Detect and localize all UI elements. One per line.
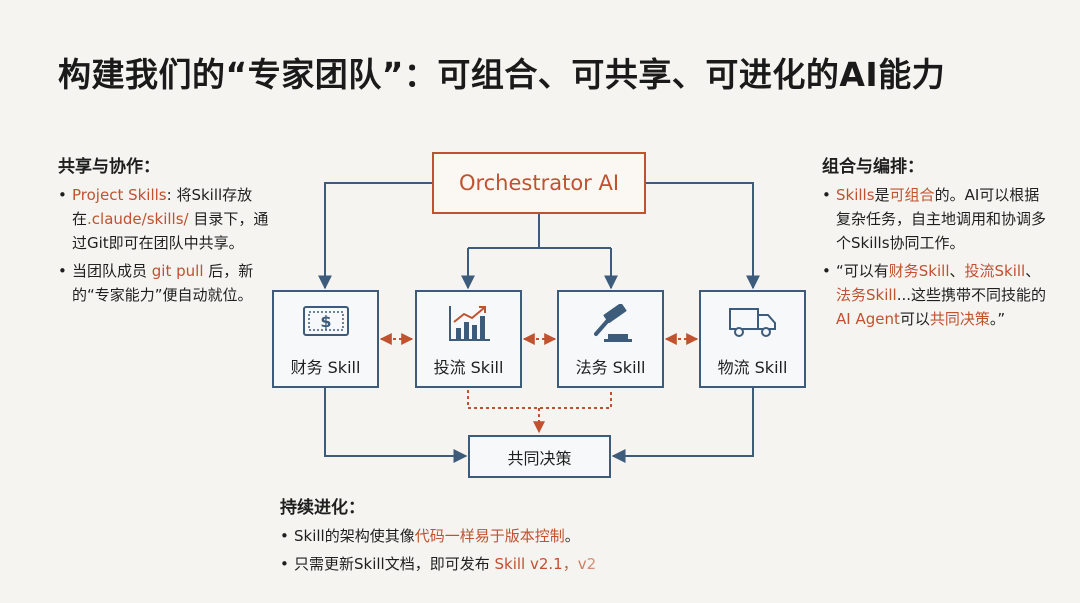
skill-finance: $ 财务 Skill bbox=[272, 290, 379, 388]
skills-term: Skills bbox=[836, 186, 875, 204]
svg-text:$: $ bbox=[320, 312, 331, 331]
ai-agent-term: AI Agent bbox=[836, 310, 900, 328]
sharing-text: 当团队成员 bbox=[72, 262, 152, 280]
skill-label: 物流 Skill bbox=[717, 358, 788, 377]
sharing-heading: 共享与协作： bbox=[58, 157, 160, 177]
joint-decision-box: 共同决策 bbox=[468, 435, 611, 478]
money-icon: $ bbox=[274, 304, 377, 344]
bottom-fade-overlay bbox=[560, 520, 760, 603]
sharing-text: 后，新的“专家能力”便自动就位。 bbox=[72, 262, 254, 304]
sharing-text: 目录下，通过Git即可在团队中共享。 bbox=[72, 210, 269, 252]
sharing-item-git-pull: 当团队成员 git pull 后，新的“专家能力”便自动就位。 bbox=[58, 259, 278, 307]
skill-legal: 法务 Skill bbox=[557, 290, 664, 388]
joint-decision-term: 共同决策 bbox=[929, 310, 990, 328]
project-skills-term: Project Skills bbox=[72, 186, 167, 204]
evolution-panel: 持续进化： Skill的架构使其像代码一样易于版本控制。 只需更新Skill文档… bbox=[280, 496, 700, 580]
sharing-text: : 将Skill存放在 bbox=[72, 186, 253, 228]
composition-text: 是 bbox=[874, 186, 890, 204]
skills-path: .claude/skills/ bbox=[87, 210, 189, 228]
composable-term: 可组合 bbox=[889, 186, 935, 204]
orchestrator-label: Orchestrator AI bbox=[458, 171, 620, 195]
composition-text: ...这些携带不同技能的 bbox=[896, 286, 1047, 304]
composition-heading: 组合与编排： bbox=[822, 157, 924, 177]
connector-orch-logistics bbox=[646, 182, 760, 290]
composition-list: Skills是可组合的。AI可以根据复杂任务，自主地调用和协调多个Skills协… bbox=[822, 183, 1052, 331]
skill-logistics: 物流 Skill bbox=[699, 290, 806, 388]
evolution-list: Skill的架构使其像代码一样易于版本控制。 只需更新Skill文档，即可发布 … bbox=[280, 524, 700, 576]
sharing-list: Project Skills: 将Skill存放在.claude/skills/… bbox=[58, 183, 278, 307]
evolution-text: Skill的架构使其像 bbox=[294, 527, 415, 545]
truck-icon bbox=[701, 304, 804, 344]
composition-item-quote: “可以有财务Skill、投流Skill、法务Skill...这些携带不同技能的A… bbox=[822, 259, 1052, 331]
composition-panel: 组合与编排： Skills是可组合的。AI可以根据复杂任务，自主地调用和协调多个… bbox=[822, 155, 1052, 335]
composition-text: 。” bbox=[989, 310, 1006, 328]
finance-skill-term: 财务Skill bbox=[888, 262, 950, 280]
gavel-icon bbox=[559, 302, 662, 344]
composition-item-composable: Skills是可组合的。AI可以根据复杂任务，自主地调用和协调多个Skills协… bbox=[822, 183, 1052, 255]
ads-skill-term: 投流Skill bbox=[964, 262, 1026, 280]
decision-label: 共同决策 bbox=[507, 448, 572, 468]
evolution-heading: 持续进化： bbox=[280, 498, 365, 518]
separator: 、 bbox=[949, 262, 965, 280]
skill-label: 投流 Skill bbox=[433, 358, 504, 377]
sharing-panel: 共享与协作： Project Skills: 将Skill存放在.claude/… bbox=[58, 155, 278, 311]
sharing-item-project-skills: Project Skills: 将Skill存放在.claude/skills/… bbox=[58, 183, 278, 255]
growth-chart-icon bbox=[417, 304, 520, 344]
skill-label: 财务 Skill bbox=[290, 358, 361, 377]
collab-merge bbox=[467, 390, 612, 409]
version-control-term: 代码一样易于版本控制 bbox=[414, 527, 565, 545]
orchestrator-box: Orchestrator AI bbox=[432, 152, 646, 214]
composition-text: 的。AI可以根据复杂任务，自主地调用和协调多个Skills协同工作。 bbox=[836, 186, 1047, 252]
page-title: 构建我们的“专家团队”：可组合、可共享、可进化的AI能力 bbox=[58, 55, 946, 94]
evolution-text: 只需更新Skill文档，即可发布 bbox=[294, 555, 495, 573]
connector-finance-decision bbox=[324, 388, 468, 463]
separator: 、 bbox=[1025, 262, 1041, 280]
legal-skill-term: 法务Skill bbox=[836, 286, 897, 304]
git-pull-term: git pull bbox=[151, 262, 204, 280]
connector-logistics-decision bbox=[611, 388, 754, 463]
composition-text: “可以有 bbox=[836, 262, 889, 280]
skill-ads: 投流 Skill bbox=[415, 290, 522, 388]
skill-label: 法务 Skill bbox=[575, 358, 646, 377]
composition-text: 可以 bbox=[899, 310, 930, 328]
connector-orch-finance bbox=[318, 182, 432, 290]
